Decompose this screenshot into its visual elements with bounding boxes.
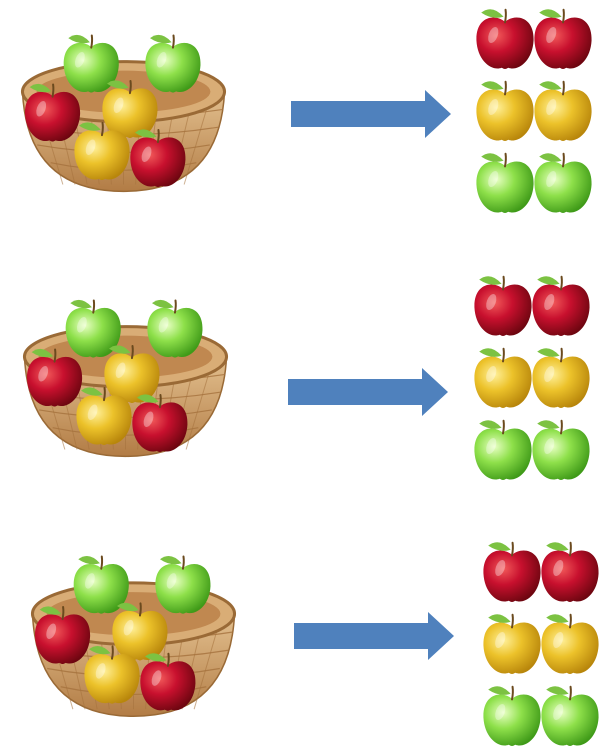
right-arrow-icon (294, 612, 454, 660)
green-apple-icon (145, 34, 201, 93)
green-apple-icon (474, 419, 532, 481)
green-apple-icon (534, 152, 592, 214)
green-apple-icon (63, 34, 119, 93)
red-apple-icon (483, 541, 541, 603)
red-apple-icon (534, 8, 592, 70)
green-apple-icon (73, 555, 129, 614)
yellow-apple-icon (541, 613, 599, 675)
right-arrow-icon (288, 368, 448, 416)
yellow-apple-icon (112, 602, 168, 661)
yellow-apple-icon (534, 80, 592, 142)
yellow-apple-group (474, 347, 590, 409)
green-apple-icon (483, 685, 541, 747)
red-apple-group (476, 8, 592, 70)
green-apple-icon (155, 555, 211, 614)
red-apple-icon (130, 128, 186, 188)
yellow-apple-icon (104, 344, 160, 404)
red-apple-group (483, 541, 599, 603)
red-apple-icon (24, 83, 81, 142)
green-apple-group (476, 152, 592, 214)
green-apple-icon (541, 685, 599, 747)
sorting-row (20, 8, 592, 214)
red-apple-icon (532, 275, 590, 337)
sorting-row (30, 541, 599, 747)
red-apple-icon (34, 605, 91, 665)
red-apple-icon (26, 348, 83, 407)
red-apple-icon (476, 8, 534, 70)
yellow-apple-icon (102, 79, 158, 139)
sorted-apples (483, 541, 599, 747)
red-apple-group (474, 275, 590, 337)
green-apple-group (474, 419, 590, 481)
yellow-apple-group (483, 613, 599, 675)
right-arrow-icon (291, 90, 451, 138)
sorting-row (22, 275, 590, 481)
yellow-apple-icon (532, 347, 590, 409)
green-apple-icon (532, 419, 590, 481)
mixed-basket (30, 555, 237, 717)
red-apple-icon (132, 393, 188, 453)
yellow-apple-icon (76, 386, 132, 446)
yellow-apple-icon (84, 645, 140, 704)
red-apple-icon (140, 652, 196, 711)
yellow-apple-group (476, 80, 592, 142)
green-apple-group (483, 685, 599, 747)
red-apple-icon (474, 275, 532, 337)
red-apple-icon (541, 541, 599, 603)
yellow-apple-icon (483, 613, 541, 675)
mixed-basket (22, 299, 229, 458)
yellow-apple-icon (476, 80, 534, 142)
green-apple-icon (147, 299, 203, 358)
yellow-apple-icon (74, 121, 130, 181)
mixed-basket (20, 34, 227, 193)
green-apple-icon (65, 299, 121, 358)
sorted-apples (476, 8, 592, 214)
sorted-apples (474, 275, 590, 481)
green-apple-icon (476, 152, 534, 214)
yellow-apple-icon (474, 347, 532, 409)
